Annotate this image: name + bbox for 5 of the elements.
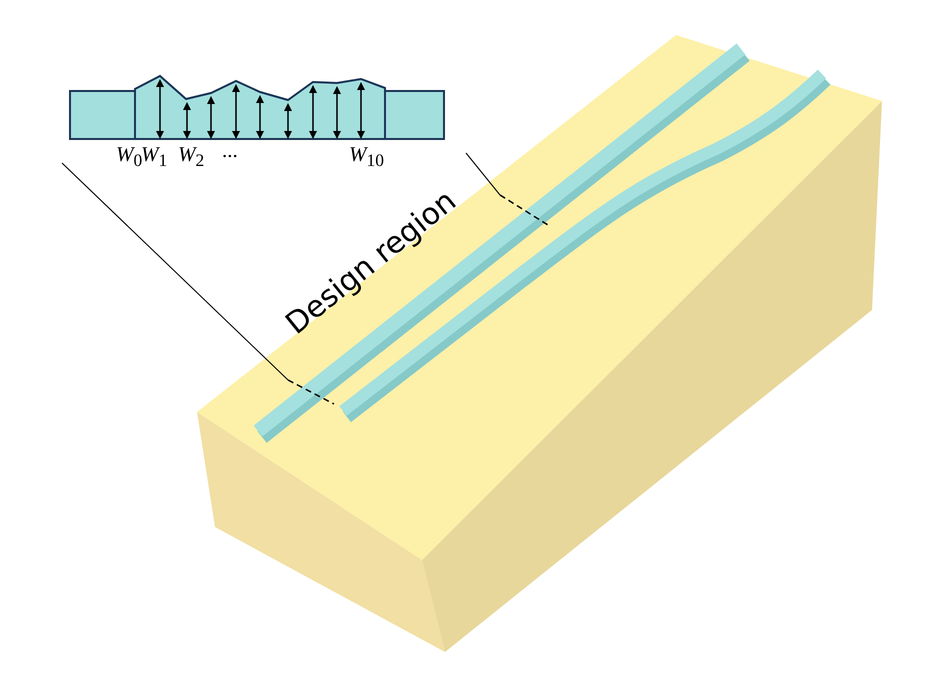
- width-label: W$_{10}$: [349, 144, 384, 170]
- width-label: W$_{0}$: [116, 144, 142, 170]
- width-label: W$_{2}$: [178, 144, 204, 170]
- ellipsis: ...: [222, 140, 238, 161]
- width-label: W$_{1}$: [141, 144, 168, 170]
